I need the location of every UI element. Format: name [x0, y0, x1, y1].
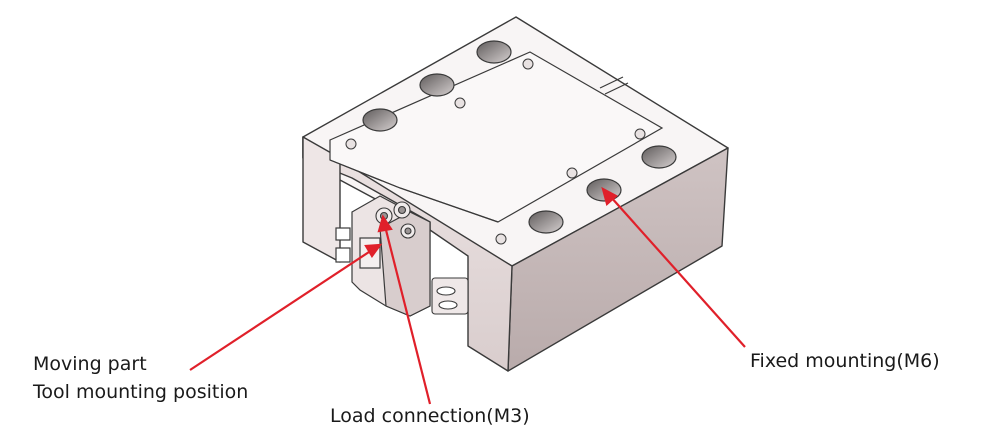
top-groove — [599, 76, 624, 89]
screw-3 — [634, 128, 646, 140]
callout-arrows — [189, 186, 746, 405]
top-plate — [329, 51, 664, 223]
screw-4 — [566, 167, 578, 179]
top-groove-2 — [604, 82, 629, 95]
arrow-moving-part — [189, 249, 373, 371]
arrow-fixed-mounting — [609, 195, 746, 348]
screw-2 — [454, 97, 466, 109]
screws — [345, 58, 646, 245]
arrowhead-load-connection — [377, 214, 393, 233]
screw-5 — [345, 138, 357, 150]
hole-m6-6 — [528, 210, 564, 234]
load-screw-2-inner — [397, 205, 407, 215]
clip-slot-2 — [438, 300, 458, 310]
fixed-mounting-label: Fixed mounting(M6) — [750, 350, 940, 372]
screw-6 — [495, 233, 507, 245]
hole-m6-3 — [362, 108, 398, 132]
hole-m6-2 — [419, 73, 455, 97]
moving-part-line2: Tool mounting position — [33, 381, 249, 403]
hole-m6-4 — [641, 145, 677, 169]
top-plate-edge — [329, 159, 499, 223]
right-clip — [431, 277, 469, 315]
moving-part-label: Moving part Tool mounting position — [33, 350, 248, 406]
moving-slot-left-2 — [335, 247, 351, 263]
load-connection-label: Load connection(M3) — [330, 405, 530, 427]
arrowhead-moving-part — [364, 243, 383, 258]
moving-slot-left — [335, 227, 351, 241]
clip-slot-1 — [436, 286, 456, 296]
moving-part-line1: Moving part — [33, 353, 147, 375]
arrow-load-connection — [383, 225, 432, 405]
hole-m6-1 — [476, 40, 512, 64]
arrowhead-fixed-mounting — [601, 186, 618, 207]
load-screw-3-inner — [404, 227, 412, 235]
screw-1 — [522, 58, 534, 70]
